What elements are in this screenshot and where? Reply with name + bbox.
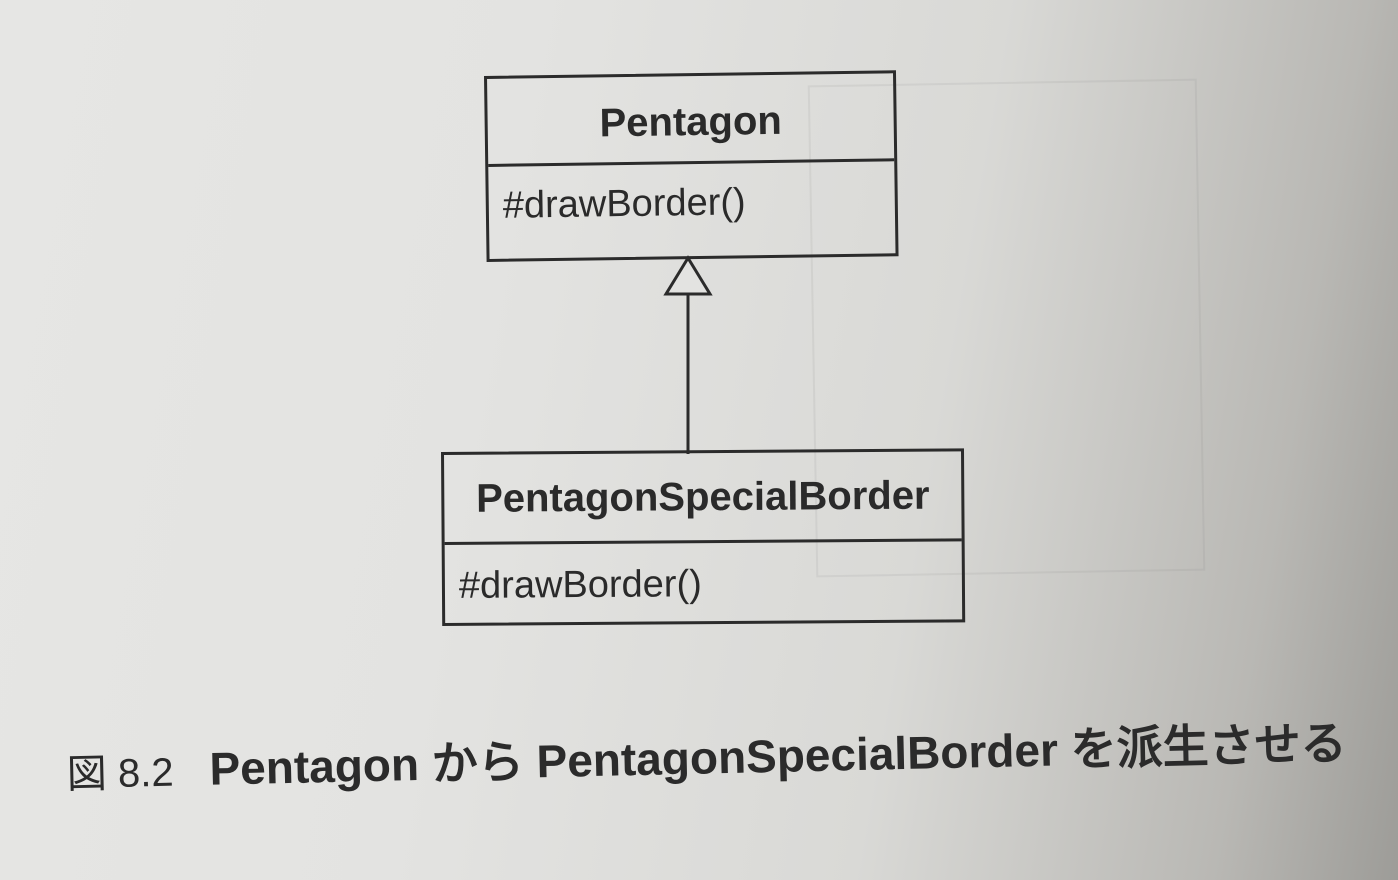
figure-caption: 図 8.2 Pentagon から PentagonSpecialBorder を… bbox=[66, 707, 1347, 802]
pentagon-special-border-class-name: PentagonSpecialBorder bbox=[444, 451, 962, 545]
figure-number: 図 8.2 bbox=[66, 750, 175, 797]
inheritance-arrowhead bbox=[663, 255, 713, 296]
pentagon-special-border-draw-border-operation: #drawBorder() bbox=[458, 563, 702, 607]
pentagon-class-box: Pentagon #drawBorder() bbox=[484, 70, 899, 262]
figure-caption-text: Pentagon から PentagonSpecialBorder を派生させる bbox=[208, 716, 1348, 795]
pentagon-class-name: Pentagon bbox=[487, 73, 895, 167]
pentagon-draw-border-operation: #drawBorder() bbox=[502, 181, 746, 227]
pentagon-special-border-class-box: PentagonSpecialBorder #drawBorder() bbox=[441, 448, 966, 626]
